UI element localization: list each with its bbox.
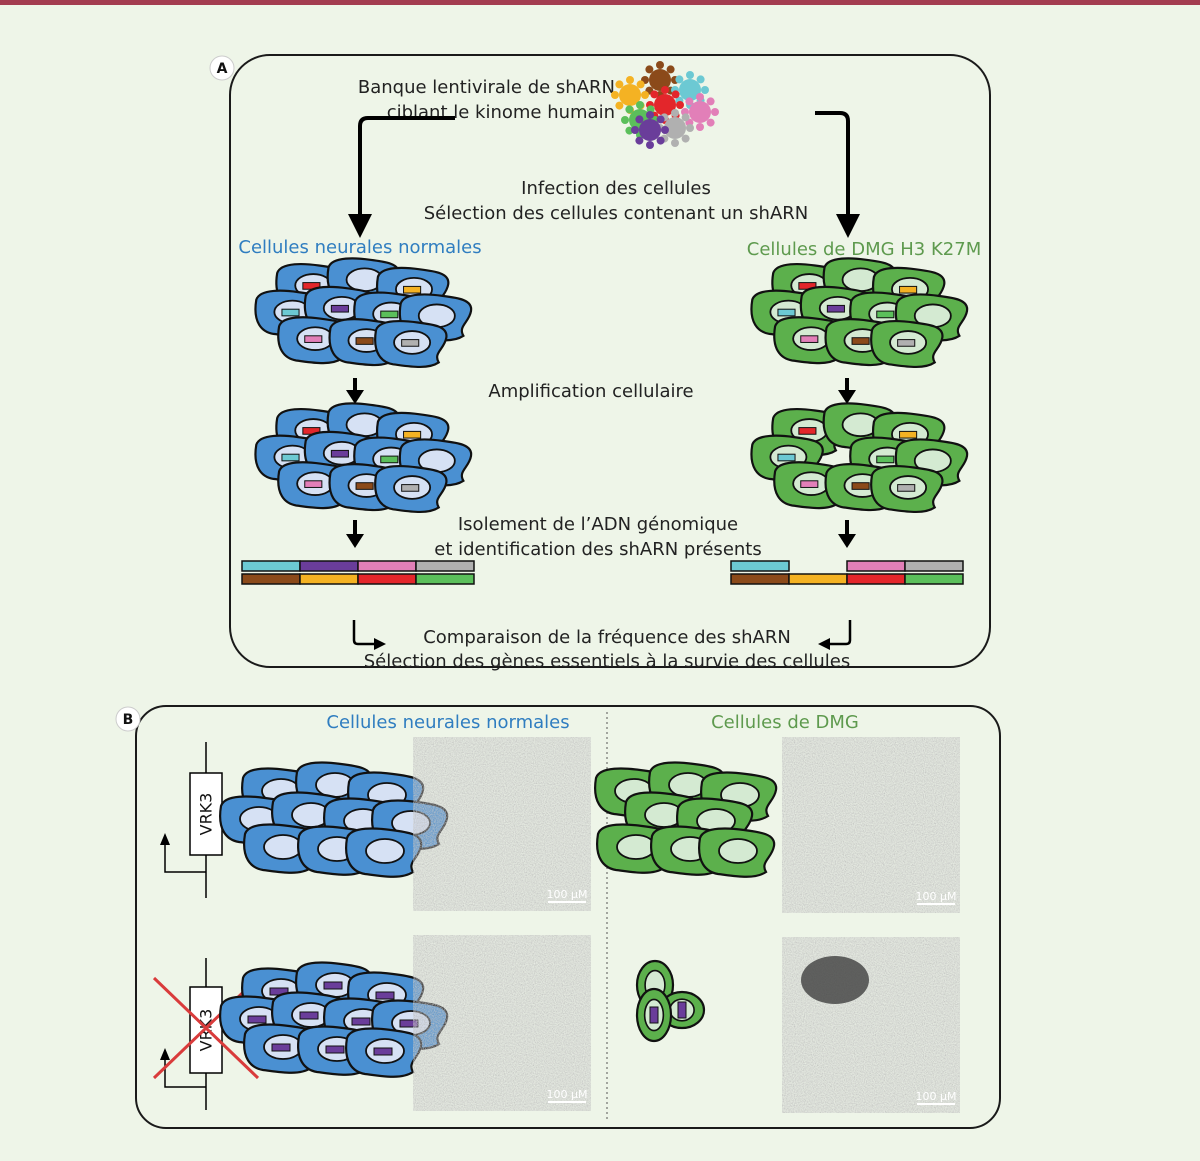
isolation-line2: et identification des shARN présents	[434, 539, 761, 560]
panel-b-badge	[115, 706, 141, 732]
cell	[374, 464, 448, 514]
micrograph-normal-knockdown: 100 µM	[412, 934, 592, 1112]
cell	[277, 316, 351, 365]
arrowhead-dmg	[836, 214, 860, 238]
shrna-bars-dmg	[730, 560, 964, 585]
scale-bar-normal-control: 100 µM	[547, 888, 588, 901]
shrna-bar	[415, 560, 475, 572]
micrograph-dmg-control: 100 µM	[781, 736, 961, 914]
comparison-line1: Comparaison de la fréquence des shARN	[423, 627, 791, 648]
infection-line2: Sélection des cellules contenant un shAR…	[424, 203, 809, 224]
shrna-bar	[357, 560, 417, 572]
cell	[870, 464, 944, 514]
normal-cell-cluster-amplified	[254, 402, 473, 514]
dmg-cells-label: Cellules de DMG H3 K27M	[747, 239, 981, 260]
shrna-bar	[788, 573, 848, 585]
panel-a-letter: A	[217, 61, 228, 77]
vrk3-gene-control: VRK3	[160, 742, 223, 898]
library-label-line1: Banque lentivirale de shARN	[358, 77, 615, 98]
knockdown-cross-b	[152, 976, 260, 1080]
b-dmg-label: Cellules de DMG	[711, 712, 859, 733]
shrna-bar	[357, 573, 417, 585]
vrk3-label-control: VRK3	[197, 793, 216, 836]
shrna-bar	[730, 560, 790, 572]
micrograph-dmg-knockdown: 100 µM	[781, 936, 961, 1114]
shrna-bar	[241, 573, 301, 585]
cell	[799, 285, 874, 334]
shrna-bar	[299, 560, 359, 572]
shrna-bar	[904, 573, 964, 585]
arrow-normal-amplification	[346, 378, 364, 404]
virus-particle	[681, 93, 719, 131]
lentiviral-library-cluster	[611, 61, 719, 149]
dying-cell	[635, 987, 673, 1043]
cell	[345, 827, 423, 878]
shrna-bar	[415, 573, 475, 585]
arrow-dmg-isolation	[838, 520, 856, 548]
normal-cells-label: Cellules neurales normales	[238, 237, 481, 258]
arrow-dmg-amplification	[838, 378, 856, 404]
panel-a: A Banque lentivirale de shARN ciblant le…	[209, 54, 991, 672]
virus-particle	[656, 109, 694, 147]
panel-b: B Cellules neurales normales Cellules de…	[115, 705, 1001, 1129]
arrow-dmg-comparison	[828, 620, 852, 646]
arrowhead-normal-comparison	[374, 638, 386, 650]
arrowhead-dmg-comparison	[818, 638, 830, 650]
cell	[698, 827, 776, 878]
shrna-bar	[846, 560, 906, 572]
dmg-cell-cluster-infected	[750, 257, 969, 369]
shrna-bar	[904, 560, 964, 572]
arrow-normal-comparison	[352, 620, 376, 646]
scale-bar-dmg-control: 100 µM	[916, 890, 957, 903]
normal-cells-control	[219, 761, 449, 878]
dmg-cells-knockdown	[635, 959, 706, 1043]
shrna-bar	[846, 573, 906, 585]
cell	[773, 316, 847, 365]
shrna-bar	[299, 573, 359, 585]
vrk3-gene-knockdown: VRK3	[152, 958, 260, 1110]
shrna-bar	[730, 573, 790, 585]
normal-cells-knockdown	[219, 961, 449, 1078]
cell	[345, 1027, 423, 1078]
scale-bar-dmg-knockdown: 100 µM	[916, 1090, 957, 1103]
dmg-cell-cluster-amplified	[750, 402, 969, 514]
dmg-cells-control	[594, 761, 778, 878]
b-normal-label: Cellules neurales normales	[326, 712, 569, 733]
arrowhead-normal	[348, 214, 372, 238]
scale-bar-normal-knockdown: 100 µM	[547, 1088, 588, 1101]
cell	[374, 319, 448, 369]
comparison-line2: Sélection des gènes essentiels à la surv…	[364, 651, 850, 672]
isolation-line1: Isolement de l’ADN génomique	[458, 514, 738, 535]
shrna-bars-normal	[241, 560, 475, 585]
amplification-label: Amplification cellulaire	[488, 381, 693, 402]
panel-b-letter: B	[123, 712, 134, 728]
micrograph-normal-control: 100 µM	[412, 736, 592, 912]
shrna-bar	[241, 560, 301, 572]
virus-particle	[631, 111, 669, 149]
panel-a-frame	[229, 54, 991, 668]
infection-line1: Infection des cellules	[521, 178, 711, 199]
top-bar	[0, 0, 1200, 5]
normal-cell-cluster-infected	[254, 257, 473, 369]
panel-a-badge	[209, 55, 235, 81]
arrow-library-to-dmg	[815, 111, 850, 222]
cell	[870, 319, 944, 369]
panel-b-frame	[135, 705, 1001, 1129]
arrow-library-to-normal	[358, 116, 455, 222]
arrow-normal-isolation	[346, 520, 364, 548]
